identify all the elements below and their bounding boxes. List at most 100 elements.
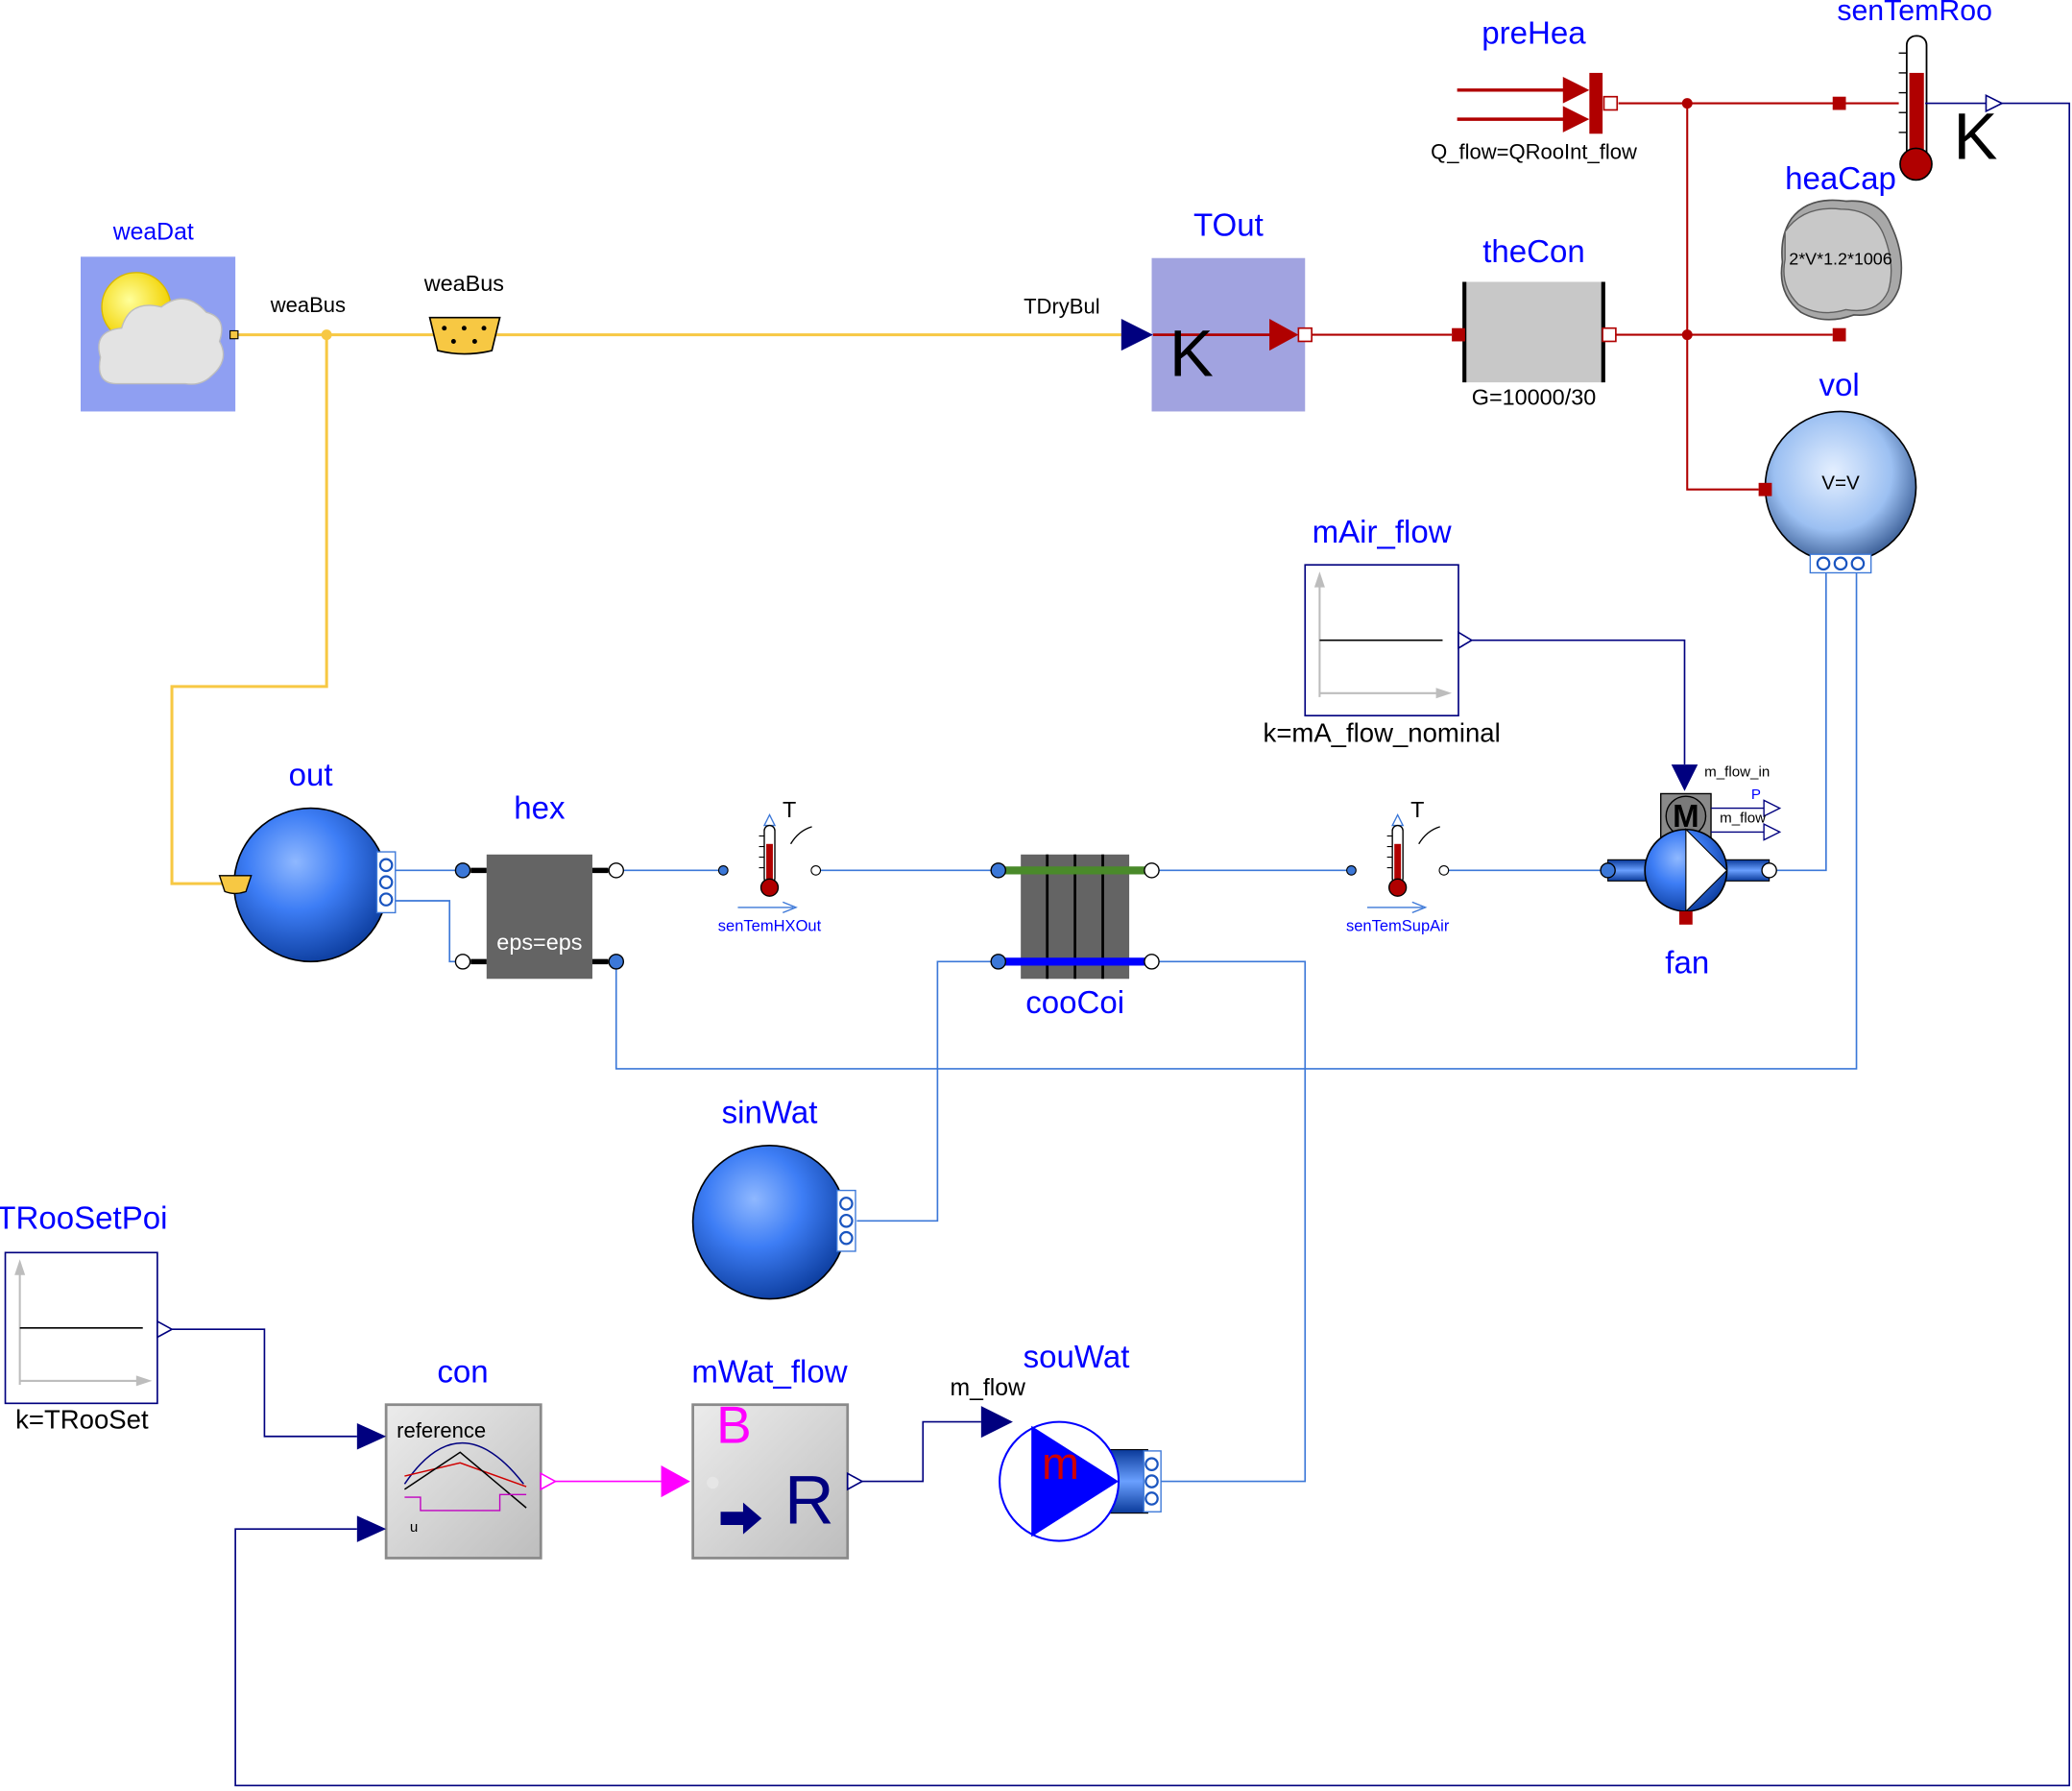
- vol-param: V=V: [1821, 472, 1860, 495]
- con-reference-input: [356, 1422, 387, 1450]
- theCon-port-a: [1452, 327, 1465, 342]
- heat-port-senTemRoo: [1832, 96, 1846, 110]
- preHea-block[interactable]: preHea Q_flow=QRooInt_flow: [1431, 16, 1637, 164]
- controller-curve-black: [403, 1451, 527, 1509]
- TOut-unit: K: [1169, 316, 1214, 390]
- fan-input-arrow: [1671, 764, 1699, 791]
- heaCap-name: heaCap: [1785, 161, 1896, 197]
- TRooSetPoi-name: TRooSetPoi: [0, 1201, 167, 1237]
- hex-param: eps=eps: [496, 930, 582, 955]
- con-block[interactable]: con reference u: [356, 1354, 558, 1560]
- cloud-icon: [98, 298, 225, 385]
- vol-block[interactable]: vol V=V: [1758, 368, 1917, 574]
- mWat_flow-letter-b: B: [716, 1395, 752, 1455]
- heat-exchanger-box: [486, 854, 592, 980]
- senTemHXOut-block[interactable]: T senTemHXOut: [718, 797, 822, 934]
- weaDat-bus-port: [229, 329, 239, 340]
- theCon-box: [1464, 281, 1603, 383]
- senTemHXOut-port-label: T: [783, 797, 796, 822]
- TOut-block[interactable]: TDryBul TOut K: [1024, 207, 1313, 412]
- heat-port-heaCap: [1832, 327, 1846, 342]
- heaCap-block[interactable]: heaCap 2*V*1.2*1006: [1780, 161, 1903, 321]
- controller-curve-blue: [403, 1441, 524, 1485]
- souWat-name: souWat: [1024, 1340, 1130, 1375]
- vol-heat-port: [1758, 482, 1772, 496]
- theCon-name: theCon: [1482, 234, 1585, 270]
- out-bus-port: [218, 875, 253, 895]
- mAir_flow-name: mAir_flow: [1313, 515, 1452, 550]
- souWat-block[interactable]: souWat m_flow m: [951, 1340, 1162, 1542]
- senTemRoo-name: senTemRoo: [1837, 0, 1992, 27]
- souWat-input-arrow: [980, 1406, 1013, 1439]
- vol-name: vol: [1819, 368, 1859, 403]
- hex-name: hex: [514, 791, 566, 827]
- preHea-name: preHea: [1482, 16, 1586, 52]
- heat-junction-mid: [1681, 329, 1693, 341]
- preHea-param: Q_flow=QRooInt_flow: [1431, 139, 1637, 163]
- boundary-icon: [691, 1144, 848, 1300]
- mAir_flow-param: k=mA_flow_nominal: [1264, 718, 1501, 748]
- senTemHXOut-name: senTemHXOut: [718, 917, 822, 935]
- fan-port-in-label: m_flow_in: [1704, 764, 1770, 781]
- preHea-heat-port: [1602, 95, 1619, 111]
- fan-name: fan: [1665, 946, 1709, 981]
- TOut-name: TOut: [1193, 207, 1264, 243]
- fan-port-p-label: P: [1751, 787, 1761, 803]
- senTemRoo-unit: K: [1954, 99, 1998, 173]
- controller-curve-red: [404, 1462, 527, 1488]
- weather-bus-lines: [170, 333, 1121, 885]
- senTemSupAir-block[interactable]: T senTemSupAir: [1346, 797, 1450, 934]
- connections: [170, 96, 2071, 1787]
- weather-bus-junction: [321, 329, 332, 341]
- con-measurement-input: [356, 1515, 387, 1542]
- cooCoi-name: cooCoi: [1025, 985, 1124, 1021]
- con-label-u: u: [410, 1519, 418, 1536]
- fan-block[interactable]: m_flow_in M P m_flow fan: [1600, 764, 1782, 981]
- weaDat-port-label: weaBus: [270, 293, 346, 317]
- fan-motor-letter: M: [1673, 799, 1699, 835]
- theCon-port-b: [1602, 327, 1617, 343]
- heat-port-lines: [1312, 102, 1899, 491]
- converter-box: [691, 1403, 850, 1560]
- mWat_flow-input: [661, 1465, 690, 1498]
- weaBus-name: weaBus: [423, 271, 504, 296]
- weaDat-name: weaDat: [112, 219, 194, 245]
- hex-block[interactable]: hex eps=eps: [454, 791, 625, 980]
- weaDat-block[interactable]: weaDat weaBus: [81, 219, 346, 412]
- bus-connector-icon: [428, 316, 501, 355]
- out-name: out: [289, 758, 333, 793]
- controller-curve-magenta: [404, 1493, 527, 1512]
- con-name: con: [437, 1354, 488, 1390]
- heaCap-param: 2*V*1.2*1006: [1789, 250, 1891, 269]
- mAir_flow-block[interactable]: mAir_flow k=mA_flow_nominal: [1264, 515, 1501, 748]
- mWat_flow-letter-r: R: [784, 1463, 834, 1539]
- TRooSetPoi-block[interactable]: TRooSetPoi k=TRooSet: [0, 1201, 174, 1435]
- boundary-icon: [232, 807, 389, 963]
- con-label-reference: reference: [397, 1418, 486, 1442]
- weaBus-connector[interactable]: weaBus: [423, 271, 504, 355]
- senTemSupAir-name: senTemSupAir: [1346, 917, 1450, 935]
- preHea-plate: [1589, 72, 1603, 134]
- sinWat-name: sinWat: [722, 1095, 818, 1130]
- out-block[interactable]: out: [218, 758, 397, 963]
- cooCoi-block[interactable]: cooCoi: [990, 854, 1160, 1021]
- right-arrow-icon: [720, 1502, 762, 1535]
- souWat-port-label: m_flow: [951, 1375, 1026, 1401]
- fan-heat-port: [1678, 911, 1693, 925]
- theCon-param: G=10000/30: [1472, 385, 1597, 410]
- mWat_flow-block[interactable]: mWat_flow B R: [661, 1354, 864, 1560]
- TOut-output-arrow: [1269, 319, 1299, 351]
- mWat_flow-name: mWat_flow: [691, 1354, 847, 1390]
- sinWat-block[interactable]: sinWat: [691, 1095, 856, 1300]
- TOut-heat-port: [1297, 327, 1313, 343]
- TRooSetPoi-param: k=TRooSet: [15, 1404, 149, 1434]
- TOut-input-label: TDryBul: [1024, 295, 1100, 319]
- TOut-input-arrow: [1120, 319, 1153, 351]
- senTemRoo-output: [1985, 93, 2004, 113]
- heat-junction-top: [1681, 98, 1693, 109]
- signal-lines: [172, 102, 2071, 1787]
- senTemRoo-block[interactable]: senTemRoo K: [1837, 0, 2004, 182]
- fluid-lines: [394, 571, 1858, 1483]
- theCon-block[interactable]: theCon G=10000/30: [1452, 234, 1617, 410]
